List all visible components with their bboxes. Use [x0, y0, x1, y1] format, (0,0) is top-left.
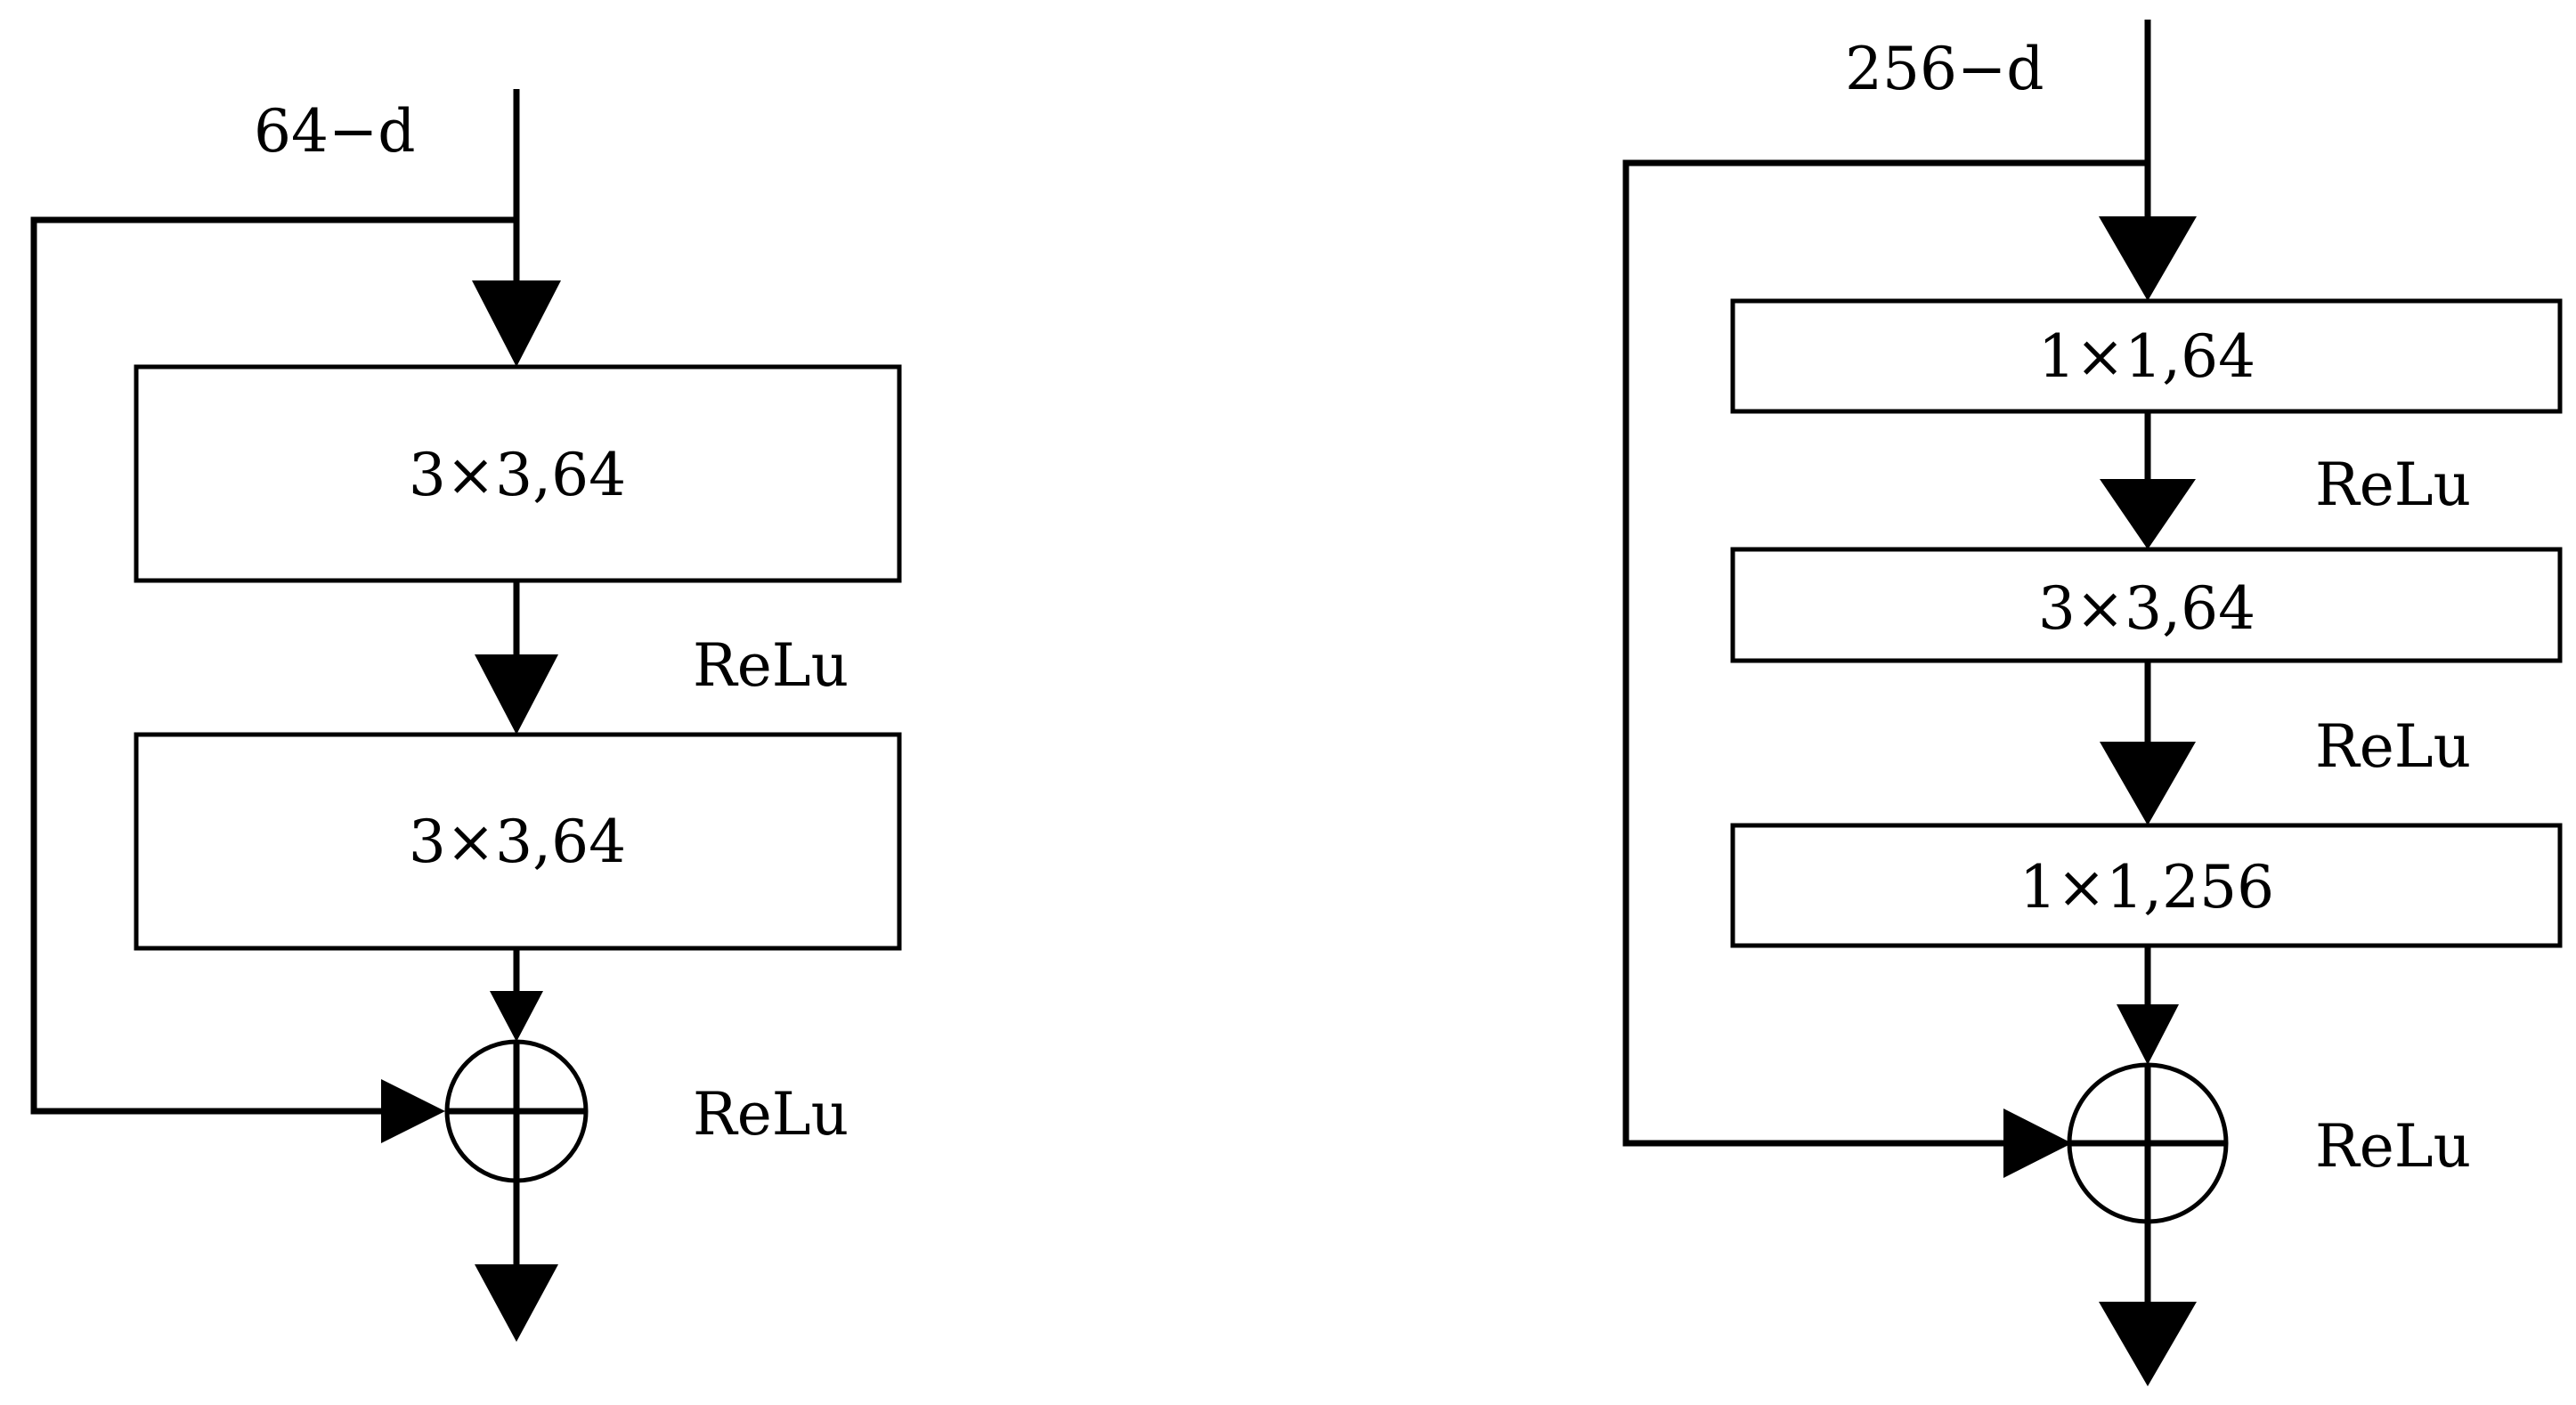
left-output-arrowhead [475, 1264, 558, 1342]
right-input-arrowhead [2099, 216, 2197, 301]
left-connector-1-arrowhead [475, 654, 558, 735]
right-connector-1-arrowhead [2100, 479, 2196, 549]
left-relu-label-1: ReLu [693, 631, 849, 700]
right-skip-connection [1622, 159, 2148, 1147]
left-input-arrowhead [472, 280, 561, 367]
bottleneck-residual-block: 256−d 1×1,64 ReLu 3×3,64 ReLu 1×1,256 Re… [1622, 20, 2563, 1386]
left-conv-layer-1-label: 3×3,64 [409, 441, 626, 509]
right-conv-layer-3-label: 1×1,256 [2019, 853, 2274, 922]
right-conv-layer-1-label: 1×1,64 [2038, 322, 2255, 391]
left-sum-node [444, 1039, 589, 1183]
left-skip-connection [30, 216, 516, 1115]
left-input-label: 64−d [254, 97, 416, 166]
right-relu-label-1: ReLu [2315, 451, 2471, 519]
left-skip-arrowhead [381, 1079, 445, 1143]
right-relu-label-3: ReLu [2315, 1112, 2471, 1181]
left-conv-layer-2 [134, 732, 902, 951]
right-connector-3-arrowhead [2117, 1004, 2179, 1065]
right-connector-2-arrowhead [2100, 742, 2196, 825]
right-output-arrowhead [2099, 1302, 2197, 1386]
left-connector-2-arrowhead [490, 991, 543, 1042]
right-skip-arrowhead [2003, 1109, 2072, 1178]
right-sum-node [2067, 1062, 2229, 1224]
right-conv-layer-1 [1730, 298, 2563, 414]
right-conv-layer-2-label: 3×3,64 [2038, 574, 2255, 643]
left-conv-layer-2-label: 3×3,64 [409, 808, 626, 876]
right-relu-label-2: ReLu [2315, 712, 2471, 781]
basic-residual-block: 64−d 3×3,64 ReLu 3×3,64 ReLu [30, 89, 902, 1342]
right-input-label: 256−d [1845, 35, 2044, 103]
left-relu-label-2: ReLu [693, 1080, 849, 1149]
right-conv-layer-3 [1730, 823, 2563, 948]
right-conv-layer-2 [1730, 547, 2563, 663]
